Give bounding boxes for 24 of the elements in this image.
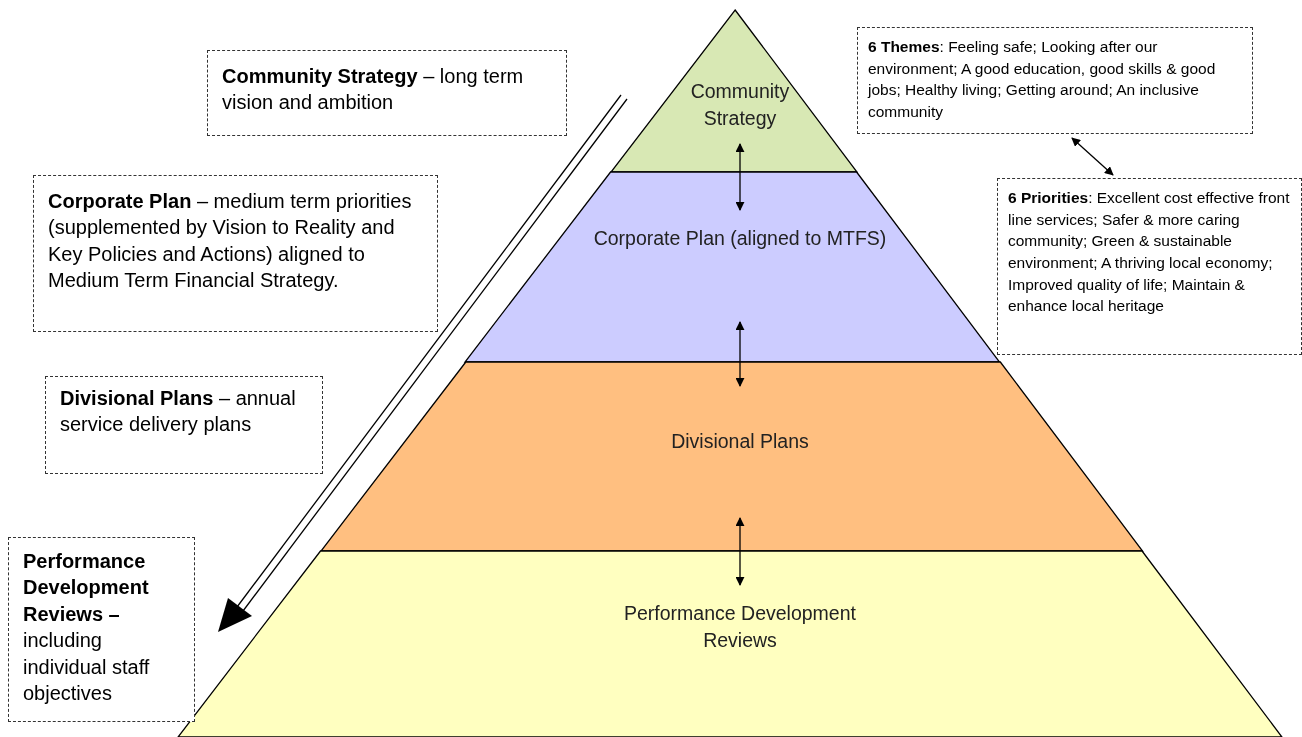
note-box (997, 178, 1302, 355)
note-text: Community Strategy – long term vision and ambition (222, 64, 525, 116)
note-text: 6 Priorities: Excellent cost effective front line services; Safer & more caring community; Green & sustainable environment; A thriving local economy; Improved quality of life; Maintain & enhance local heritage (1008, 188, 1291, 317)
note-box (33, 175, 438, 332)
note-text: Performance Development Reviews – including individual staff objectives (23, 549, 151, 706)
note-text: Divisional Plans – annual service delivery plans (60, 386, 297, 438)
double-headed-arrow (735, 517, 745, 586)
pyramid-top-triangle (610, 10, 857, 172)
double-headed-arrow (1071, 137, 1114, 176)
tier-label: Corporate Plan (aligned to MTFS) (592, 226, 888, 251)
pyramid-tier (320, 362, 1143, 551)
tier-label: Divisional Plans (670, 429, 810, 454)
double-headed-arrow (735, 321, 745, 387)
note-box (45, 376, 323, 474)
tier-label: Community Strategy (689, 79, 791, 131)
note-box (857, 27, 1253, 134)
pyramid-tier (178, 551, 1282, 737)
note-text: Corporate Plan – medium term priorities (supplemented by Vision to Reality and Key Policies and Actions) aligned to Medium Term Financial Strategy. (48, 189, 413, 294)
note-box (207, 50, 567, 136)
note-box (8, 537, 195, 722)
note-text: 6 Themes: Feeling safe; Looking after our environment; A good education, good skills & good jobs; Healthy living; Getting around; An inclusive community (868, 37, 1217, 123)
double-headed-arrow (735, 143, 745, 211)
pyramid-tier (465, 172, 1000, 362)
tier-label: Performance Development Reviews (623, 601, 857, 653)
